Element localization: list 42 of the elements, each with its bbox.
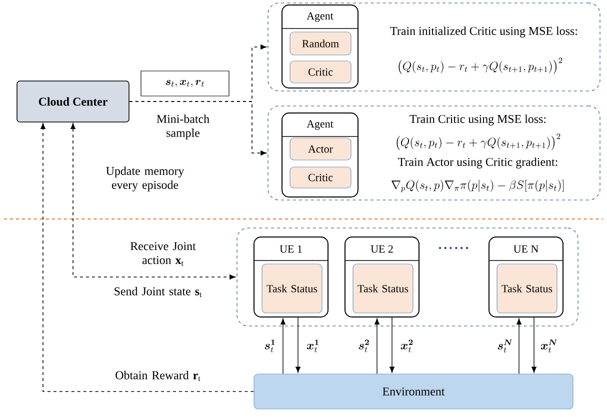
arrow (516, 318, 522, 374)
arrow (374, 318, 380, 374)
header-text: Agent (306, 120, 334, 130)
arrow (70, 123, 236, 280)
server-box: Cloud Center (16, 80, 130, 122)
header-text: UE N (514, 245, 538, 253)
formula: $\big(Q(s_t,p_t)-r_t+\gamma Q(s_{t+1},p_{t+1})\big)^2$ (398, 58, 562, 74)
arrow (280, 318, 286, 374)
panel-heading: Train initialized Critic using MSE loss: (390, 26, 577, 38)
edge-label: Mini-batch sample (156, 114, 210, 140)
edge-label: $\boldsymbol{x}_t^{\boldsymbol{1}}$ (306, 340, 318, 352)
edge-label: $\boldsymbol{x}_t^{\boldsymbol{N}}$ (540, 340, 557, 352)
header-text: UE 2 (370, 245, 393, 253)
dashed-panel (236, 228, 578, 326)
arrow (40, 123, 254, 392)
arrow (296, 317, 300, 373)
edge-label: $\boldsymbol{s}_t^{\boldsymbol{N}}$ (498, 340, 512, 352)
note-text: Send Joint state s$_{t}$ (114, 286, 202, 298)
arrow (532, 317, 536, 373)
component-box: Actor (290, 138, 352, 160)
note-text: Update memory every episode (106, 166, 184, 192)
panel-heading: Train Critic using MSE loss: (410, 114, 546, 126)
component-box: Random (290, 32, 352, 56)
header-text: Agent (306, 12, 334, 22)
edge-label: $\boldsymbol{s}_t^{\boldsymbol{1}}$ (264, 340, 275, 352)
arrow (129, 101, 266, 156)
arrow (390, 317, 394, 373)
panel-heading: Train Actor using Critic gradient: (398, 158, 558, 168)
edge-label: Obtain Reward r$_{t}$ (116, 370, 200, 382)
component-box: Critic (290, 60, 352, 84)
component-box: Task Status (496, 264, 558, 314)
formula: $\nabla_p Q(s_t,p)\nabla_\pi \pi(p|s_t)-\beta S[\pi(p|s_t)]$ (392, 180, 564, 192)
environment-bar: Environment (254, 374, 574, 410)
variable-box: $\boldsymbol{s}_t, \boldsymbol{x}_t, \boldsymbol{r}_t$ (140, 70, 230, 96)
component-box: Task Status (262, 264, 322, 314)
edge-label: $\boldsymbol{x}_t^{\boldsymbol{2}}$ (400, 340, 413, 352)
header-text: UE 1 (280, 245, 302, 253)
component-box: Task Status (352, 264, 414, 314)
edge-label: Receive Joint action x$_{t}$ (130, 242, 196, 266)
formula: $\big(Q(s_t,p_t)-r_t+\gamma Q(s_{t+1},p_{t+1})\big)^2$ (396, 134, 560, 150)
edge-label: $\boldsymbol{s}_t^{\boldsymbol{2}}$ (358, 340, 369, 352)
component-box: Critic (290, 166, 352, 188)
